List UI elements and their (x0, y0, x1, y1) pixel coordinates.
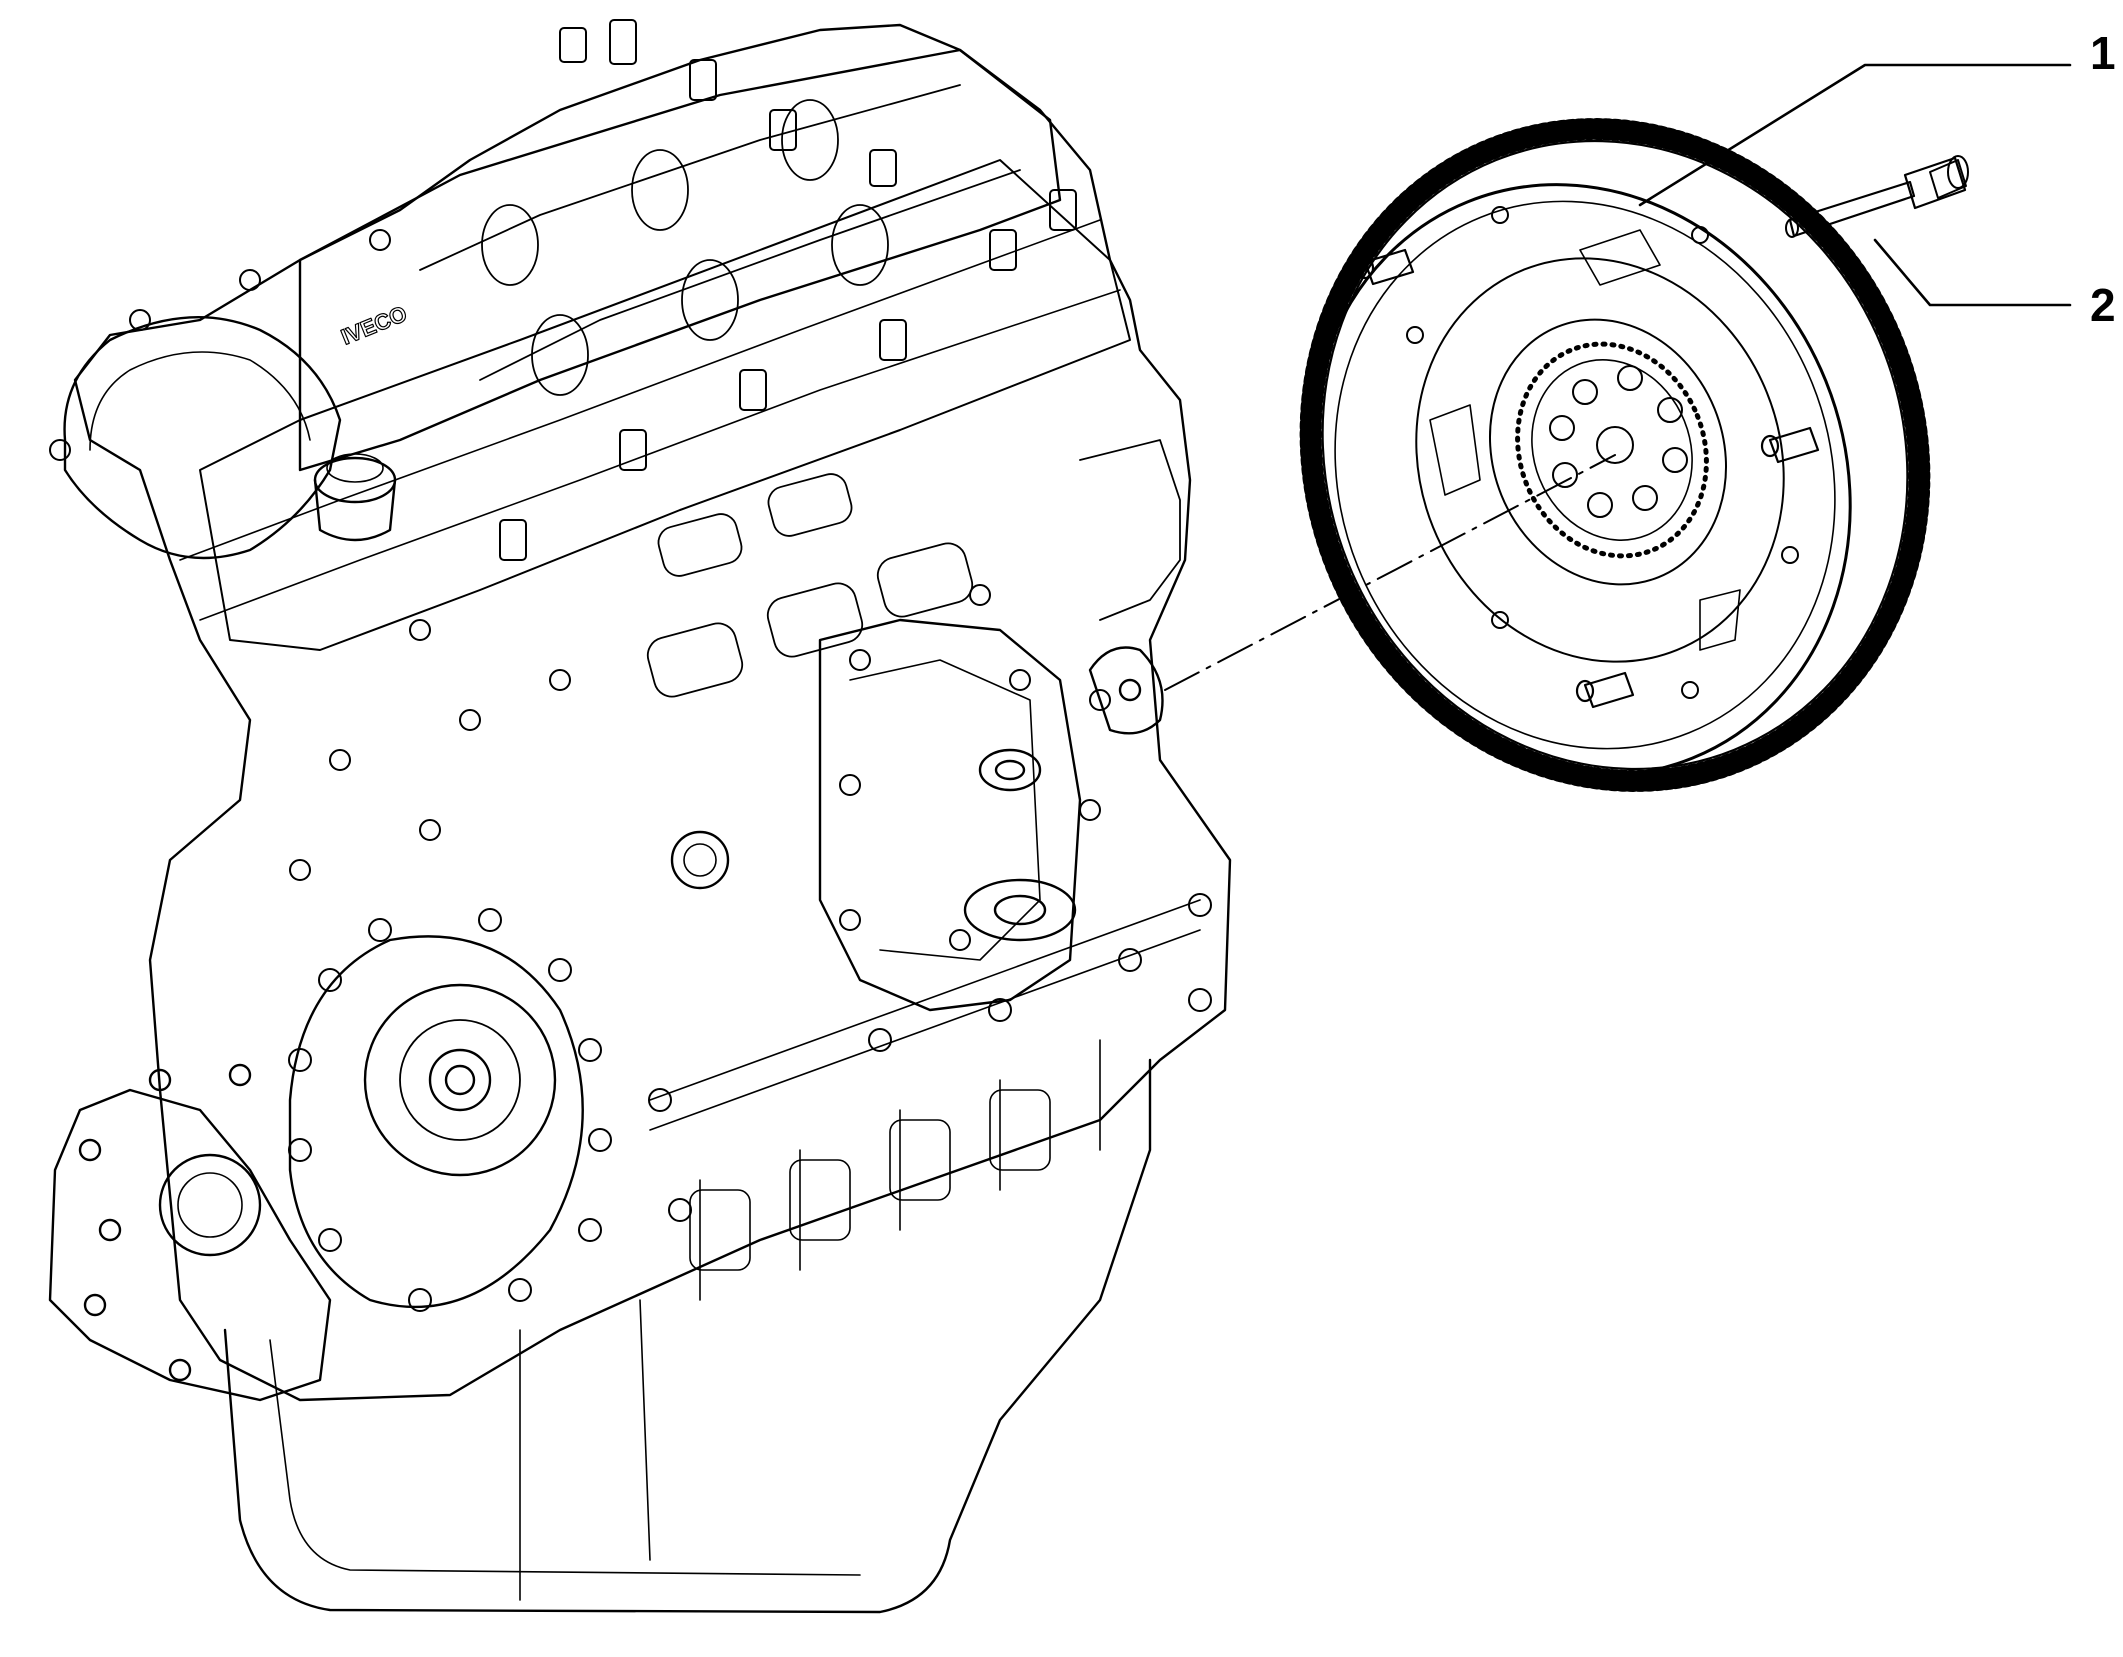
valve-cover (298, 48, 1062, 472)
oil-sump (223, 1058, 1152, 1614)
leader-line-1 (1638, 63, 2072, 207)
leader-line-2 (1873, 238, 2072, 307)
flywheel-bolt-drawing (1785, 155, 1969, 238)
water-pump-pulley (363, 983, 557, 1177)
callout-number-1: 1 (2090, 27, 2116, 79)
crankshaft-axis-line (1164, 454, 1616, 691)
callout-number-2: 2 (2090, 279, 2116, 331)
cylinder-head (199, 159, 1131, 651)
timing-cover (48, 1088, 332, 1402)
flywheel-ring-gear (1299, 118, 1931, 792)
flywheel-face (1308, 183, 1852, 777)
engine-brand-mark: IVECO (338, 301, 411, 350)
engine-block-drawing: IVECO (48, 19, 1232, 1614)
engine-block-outline (73, 23, 1232, 1402)
front-crank-seal (158, 1153, 262, 1257)
oil-filter-housing (818, 618, 1082, 1012)
flywheel-drawing (1299, 118, 1931, 792)
